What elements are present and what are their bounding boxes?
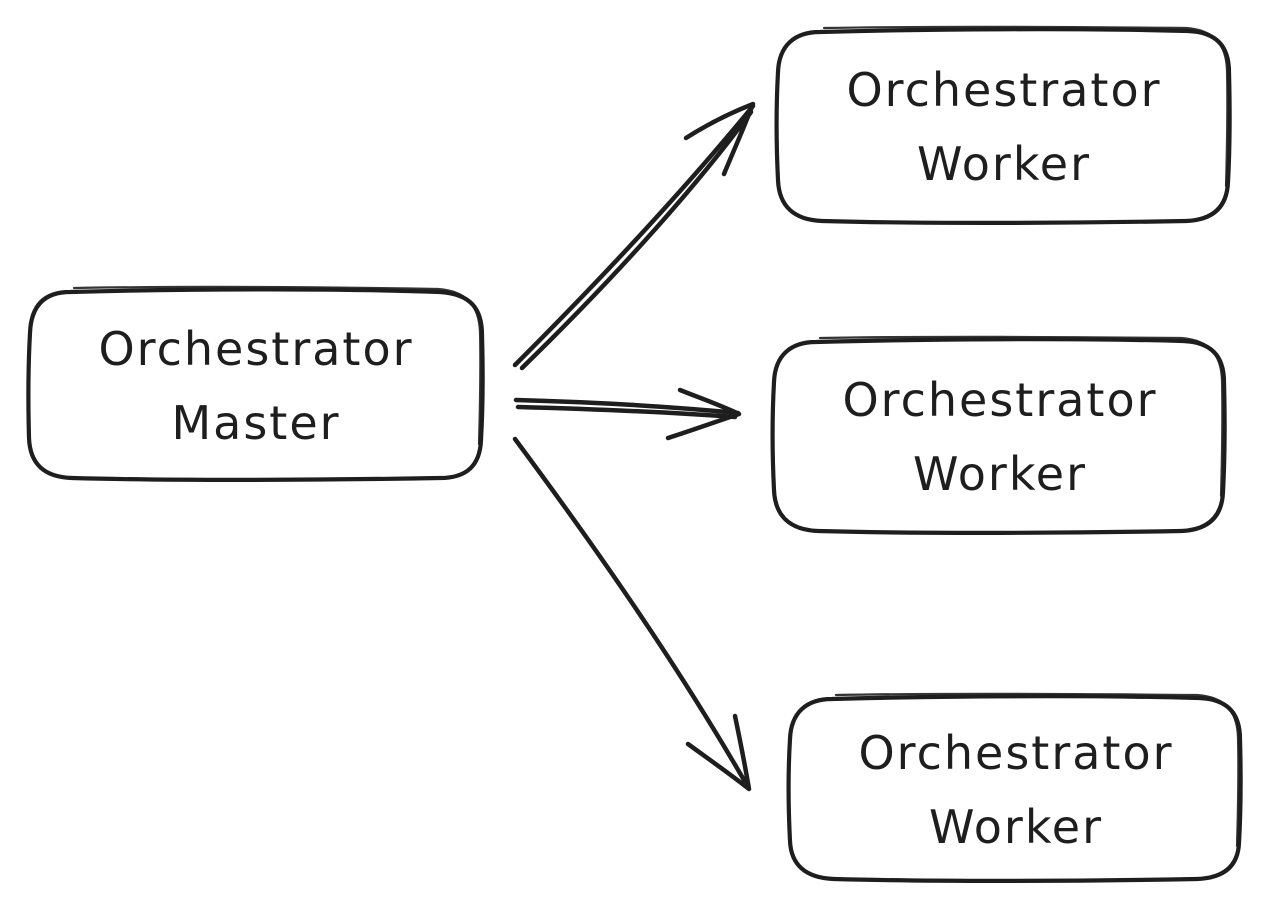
arrow-master-to-worker-1 [512, 101, 756, 371]
worker-2-label-line1: Orchestrator [842, 373, 1158, 427]
worker-1-label-line1: Orchestrator [846, 63, 1162, 117]
master-label-line2: Master [171, 396, 341, 450]
worker-1-node-box[interactable] [774, 25, 1232, 225]
worker-1-node-label: Orchestrator Worker [779, 33, 1229, 221]
worker-3-node-label: Orchestrator Worker [791, 700, 1241, 880]
worker-3-label-line1: Orchestrator [858, 726, 1174, 780]
worker-3-node-box[interactable] [786, 692, 1243, 883]
master-node-box[interactable] [26, 285, 485, 482]
worker-1-label-line2: Worker [916, 137, 1092, 191]
worker-2-label-line2: Worker [912, 447, 1088, 501]
master-label-line1: Orchestrator [98, 322, 414, 376]
worker-2-node-label: Orchestrator Worker [775, 343, 1225, 531]
master-node-label: Orchestrator Master [30, 294, 482, 478]
worker-3-label-line2: Worker [928, 800, 1104, 854]
arrow-master-to-worker-3 [512, 436, 752, 792]
arrow-master-to-worker-2 [513, 387, 742, 441]
worker-2-node-box[interactable] [770, 335, 1227, 535]
